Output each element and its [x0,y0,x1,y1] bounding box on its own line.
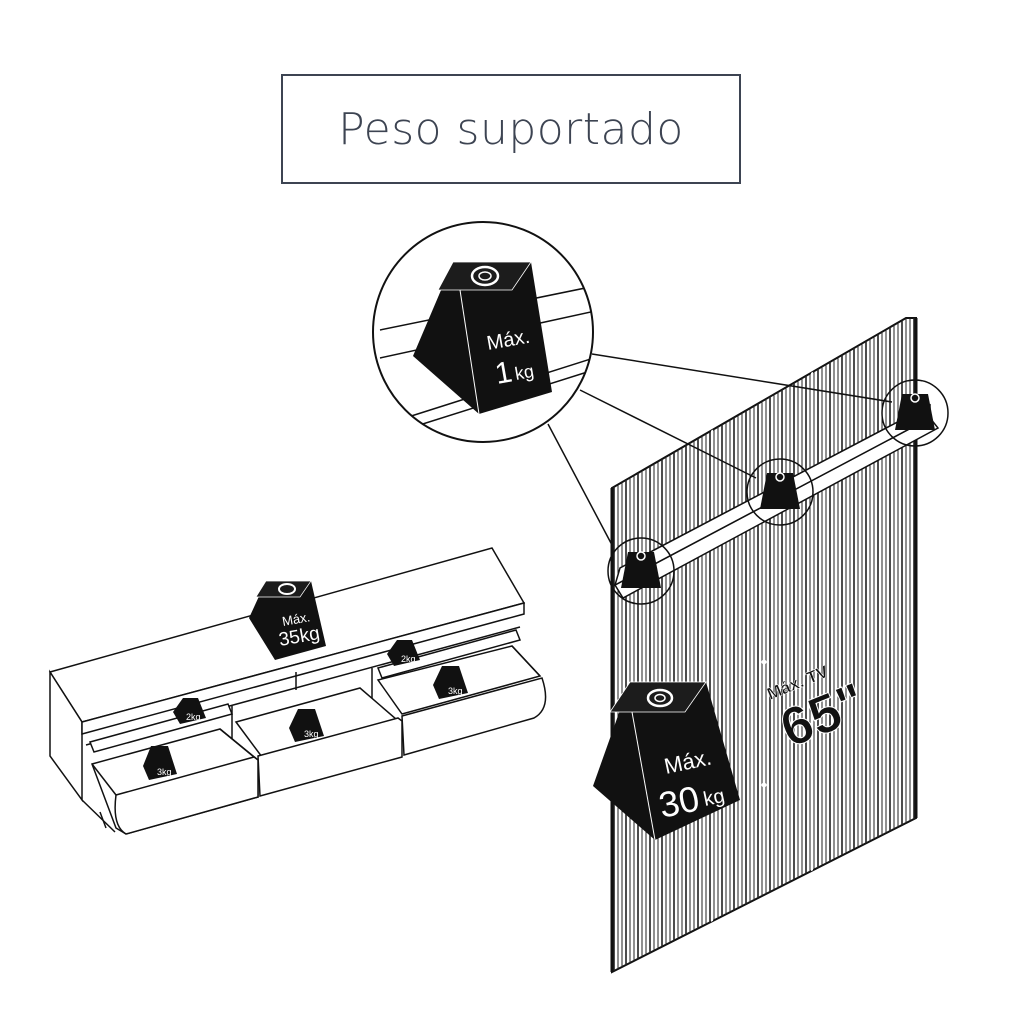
drawer-left-label: 3kg [157,767,172,777]
zoom-circle-2 [746,458,814,526]
drawer-left-front [114,756,259,835]
zoom-circle-3 [881,379,949,447]
weight-icon-drawer-middle: 3kg [289,709,324,742]
title-box: Peso suportado [281,74,741,184]
shelf-weight-2 [746,458,814,526]
drawer-middle-label: 3kg [304,729,319,739]
zoom-circle-1 [607,537,675,605]
weight-icon-panel: Máx. 30 kg [593,681,740,841]
panel-unit-label: kg [701,785,726,811]
weight-icon-drawer-left: 3kg [143,746,177,780]
shelf-weight-1 [607,537,675,605]
top-max-label: Máx. [281,609,311,629]
zoom-magnifier: Máx. 1 kg [372,221,594,443]
drawer-right-label: 3kg [448,686,463,696]
page-title: Peso suportado [338,103,684,155]
slatted-panel [610,317,918,974]
weight-icon-drawer-right: 3kg [433,666,468,699]
drawer-middle-front [257,717,403,797]
zoom-value-label: 1 [492,355,514,390]
weight-icon-drawer-upper-left: 2kg [173,698,206,724]
zoom-connectors [547,353,893,546]
zoom-unit-label: kg [513,361,535,384]
weight-icon-drawer-upper-right: 2kg [387,640,420,666]
drawer-upper-left-label: 2kg [186,712,201,722]
weight-icon-zoom: Máx. 1 kg [413,261,552,415]
weight-icon-top: Máx. 35kg [249,580,326,660]
panel-value-label: 30 [655,777,703,825]
drawer-upper-right-label: 2kg [401,654,416,664]
shelf-weight-3 [881,379,949,447]
drawer-right-front [401,677,547,756]
